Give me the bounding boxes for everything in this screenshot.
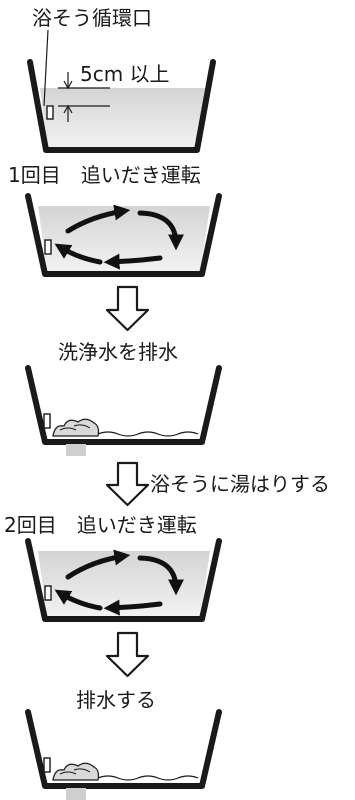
circulation-inlet — [44, 239, 52, 255]
foam-detail — [59, 768, 91, 775]
inlet-leader-line — [43, 29, 49, 107]
tub-first-reheat — [25, 193, 222, 277]
down-arrow-icon — [105, 631, 150, 678]
drain-outflow — [66, 788, 86, 800]
circulation-arrow — [65, 204, 131, 234]
residual-water — [97, 431, 199, 437]
circulation-arrow — [137, 555, 184, 596]
first-reheat-label: 1回目 追いだき運転 — [8, 163, 201, 187]
circulation-arrow — [54, 589, 103, 611]
tub-first-reheat-wall — [25, 193, 222, 277]
tub-second-reheat-wall — [25, 538, 222, 622]
refill-label: 浴そうに湯はりする — [150, 472, 330, 496]
tub-final-drain-wall — [25, 709, 222, 789]
down-arrow-icon — [105, 461, 150, 507]
drain-outflow — [66, 444, 86, 456]
tub-initial-water — [40, 88, 205, 148]
circulation-inlet — [43, 413, 51, 429]
foam-detail — [59, 424, 91, 431]
debris-foam — [52, 418, 100, 437]
residual-water — [97, 775, 199, 781]
tub-drain-wash-wall — [25, 365, 222, 445]
circulation-inlet — [44, 585, 52, 601]
inlet-label: 浴そう循環口 — [32, 6, 152, 30]
drain-wash-label: 洗浄水を排水 — [58, 340, 178, 364]
circulation-inlet — [46, 105, 54, 120]
down-arrow-icon — [105, 285, 150, 332]
tub-second-reheat — [25, 538, 222, 622]
drain-label: 排水する — [76, 688, 156, 712]
tub-final-drain — [25, 709, 222, 800]
tub-drain-wash — [25, 365, 222, 456]
circulation-arrow — [137, 210, 184, 251]
debris-foam — [52, 762, 100, 781]
circulation-inlet — [43, 757, 51, 773]
circulation-arrow — [54, 243, 103, 265]
second-reheat-label: 2回目 追いだき運転 — [4, 513, 197, 537]
tub-initial-wall — [27, 59, 216, 153]
depth-label: 5cm 以上 — [80, 62, 170, 86]
circulation-arrow — [103, 599, 163, 616]
circulation-arrow — [65, 549, 131, 580]
tub-initial — [27, 29, 216, 153]
circulation-arrow — [103, 253, 163, 270]
